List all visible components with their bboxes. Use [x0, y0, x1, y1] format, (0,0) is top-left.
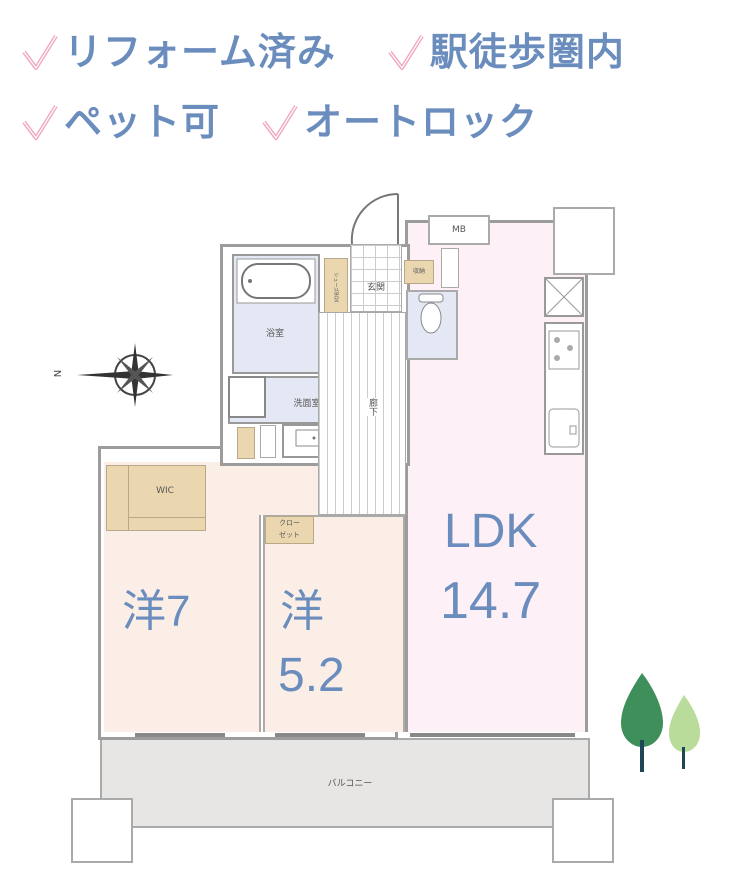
shoebox-label: シューズBOX — [332, 272, 339, 303]
wic-shelf — [128, 465, 129, 531]
western-room-5-2-name: 洋 — [280, 587, 324, 636]
bathtub-icon — [236, 258, 316, 304]
balcony-pillar-right — [552, 798, 614, 863]
window — [275, 733, 365, 737]
vent-icon — [546, 279, 582, 315]
feature-tag: ペット可 — [20, 100, 220, 144]
washing-machine — [228, 376, 266, 418]
mb-label: MB — [452, 225, 466, 235]
balcony-pillar-left — [71, 798, 133, 863]
pipe-space — [441, 248, 459, 288]
wic-label: WIC — [156, 486, 174, 496]
western-room-7-size: 7 — [166, 587, 191, 636]
bathroom-label: 浴室 — [265, 329, 284, 339]
exterior-pillar — [553, 207, 615, 275]
window — [135, 733, 225, 737]
check-icon — [262, 104, 298, 140]
corridor — [318, 312, 406, 515]
feature-row-1: リフォーム済み 駅徒歩圏内 — [20, 30, 655, 74]
mb — [428, 215, 490, 245]
western-room-5-2 — [263, 515, 405, 732]
corridor-label: 廊下 — [365, 398, 379, 416]
ldk-name: LDK — [444, 505, 538, 558]
wic-shelf — [128, 517, 206, 518]
closet — [265, 516, 314, 544]
check-icon — [388, 34, 424, 70]
trees-icon — [621, 673, 700, 772]
wic — [106, 465, 206, 531]
feature-row-2: ペット可 オートロック — [20, 100, 568, 144]
storage-3 — [404, 260, 434, 284]
western-room-7-label: 洋7 — [122, 590, 190, 634]
entrance — [350, 244, 402, 312]
ldk-size: 14.7 — [440, 572, 542, 630]
shoebox — [324, 258, 348, 318]
linen-storage — [260, 425, 276, 458]
feature-label: 駅徒歩圏内 — [429, 30, 625, 74]
feature-label: ペット可 — [64, 100, 221, 144]
closet-label: クロー ゼット — [279, 519, 300, 539]
western-room-5-2-size: 5.2 — [278, 649, 345, 702]
feature-tag: リフォーム済み — [20, 30, 336, 74]
entrance-door-icon — [350, 192, 399, 245]
washroom-label: 洗面室 — [293, 399, 321, 409]
compass-icon — [77, 343, 173, 407]
feature-tag: オートロック — [260, 100, 538, 144]
balcony-label: バルコニー — [327, 779, 373, 789]
compass: N — [53, 340, 175, 410]
sink-icon — [548, 408, 580, 448]
window — [410, 733, 575, 737]
toilet-icon — [418, 293, 444, 334]
check-icon — [22, 104, 58, 140]
hall — [200, 462, 318, 515]
feature-tag: 駅徒歩圏内 — [386, 30, 625, 74]
storage-3-label: 収納 — [412, 268, 425, 275]
check-icon — [22, 34, 58, 70]
balcony — [100, 738, 590, 828]
feature-label: リフォーム済み — [64, 30, 336, 74]
storage-small — [237, 427, 255, 459]
entrance-label: 玄関 — [366, 283, 385, 293]
feature-label: オートロック — [304, 100, 539, 144]
western-room-7-name: 洋 — [122, 587, 166, 636]
stove-icon — [548, 330, 580, 370]
